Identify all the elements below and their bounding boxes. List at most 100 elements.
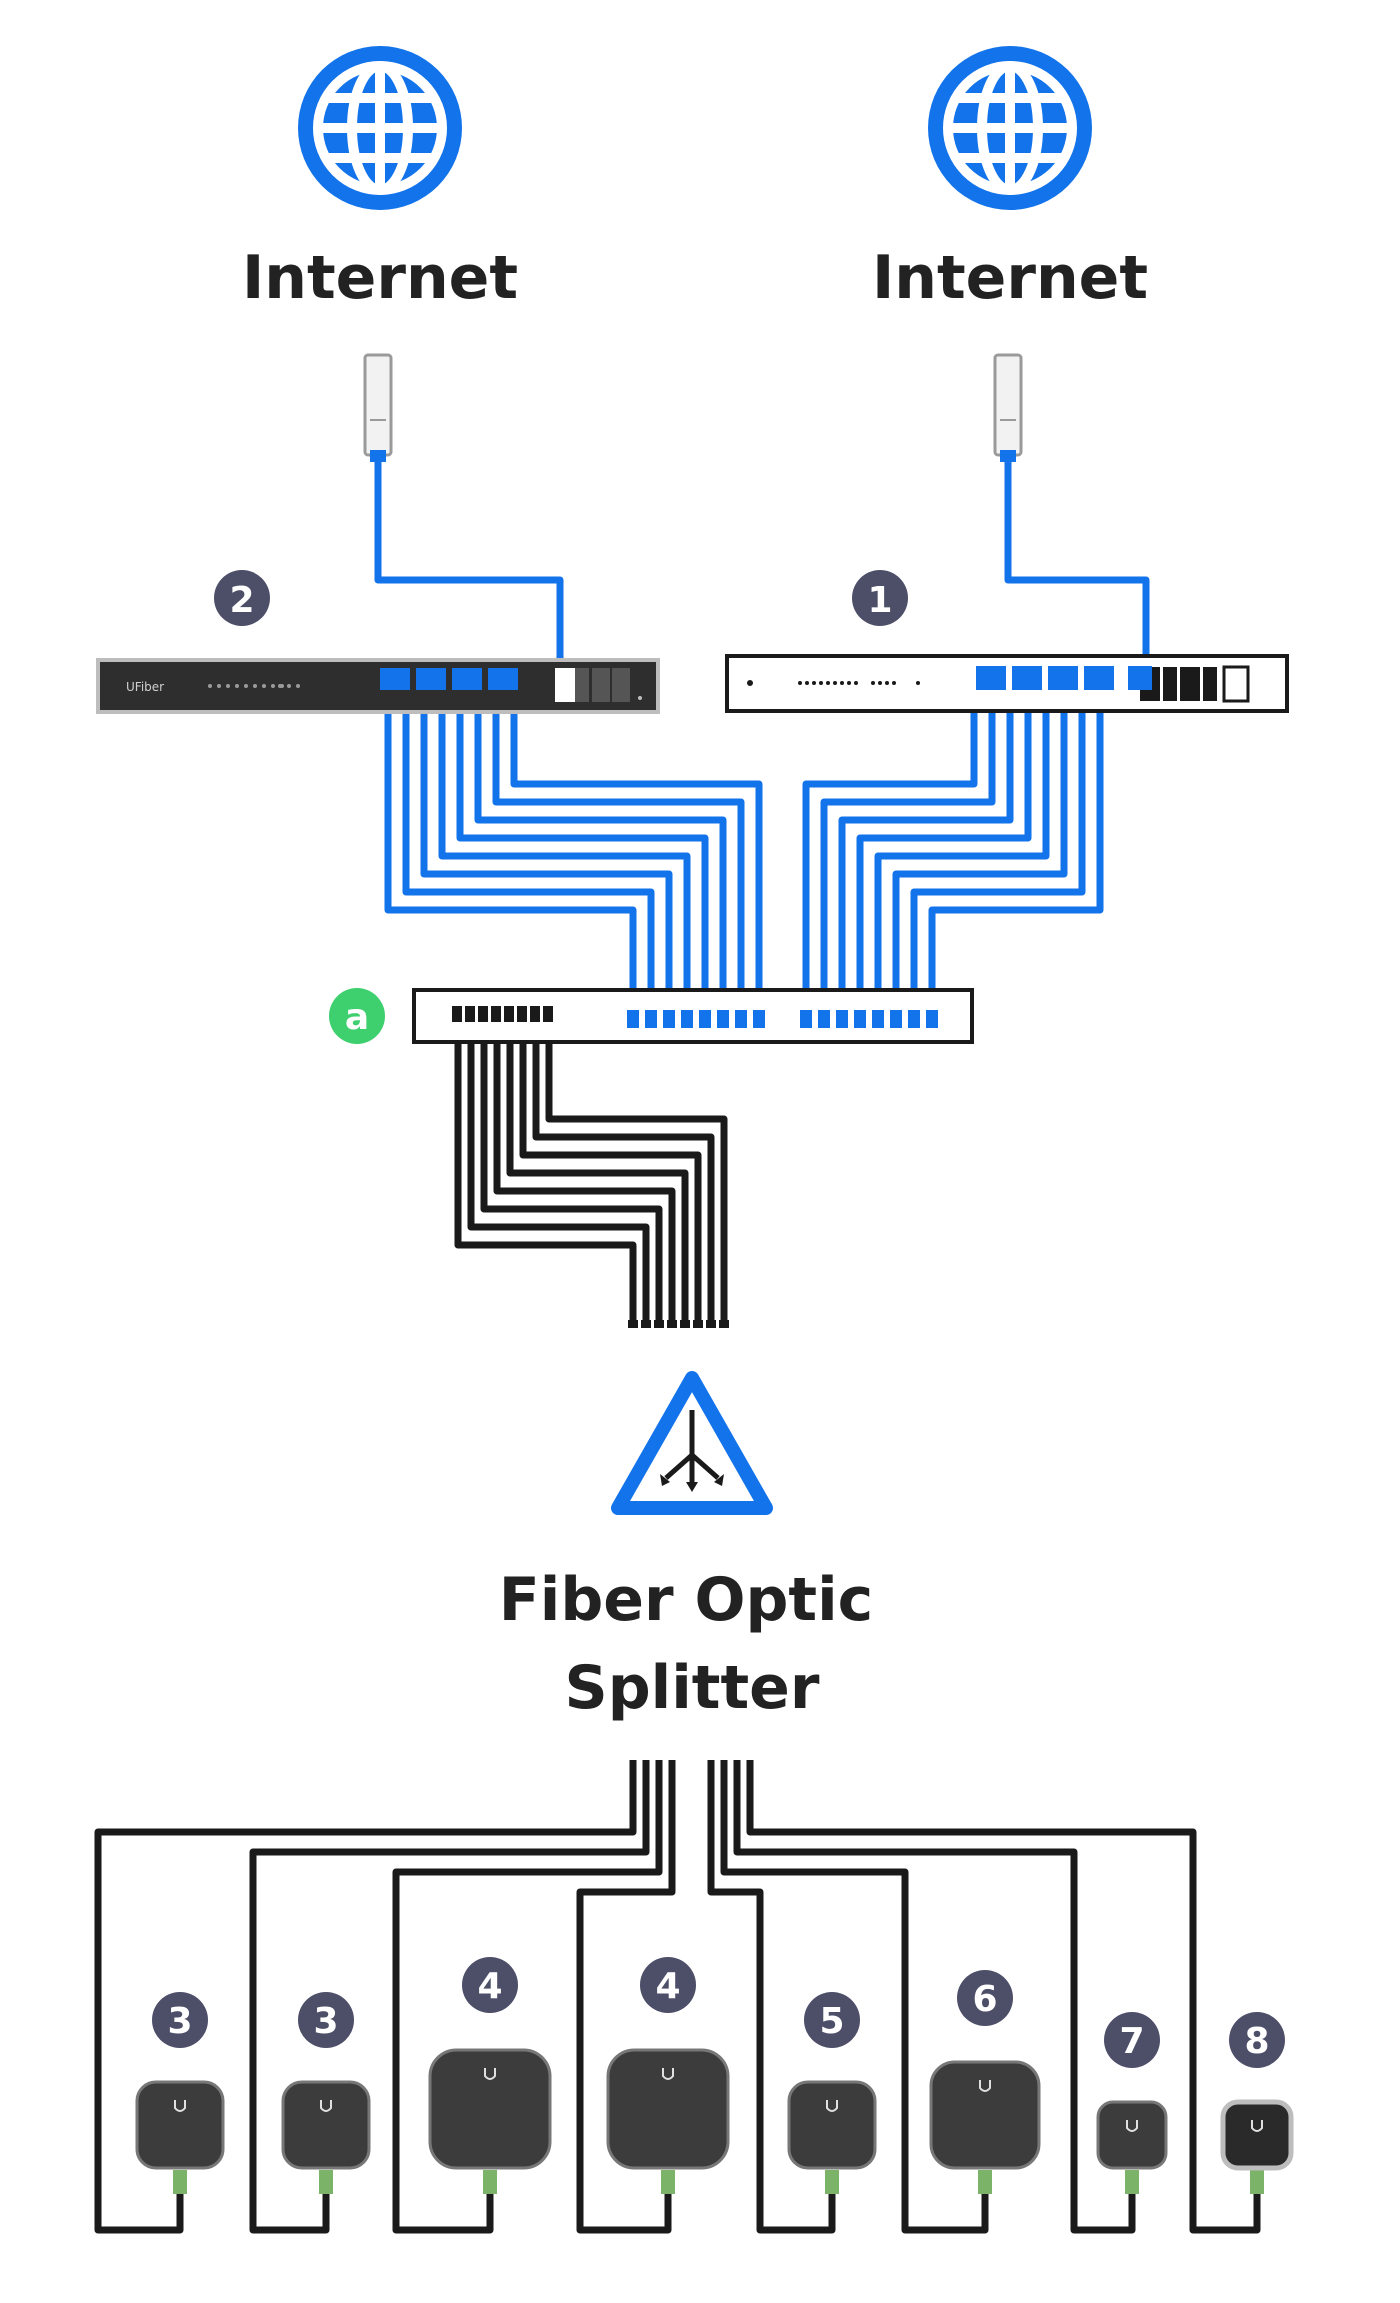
uplink-cable-right (1004, 462, 1150, 668)
splitter-icon (611, 1371, 773, 1515)
ont-body (1220, 2099, 1294, 2171)
ubiquiti-logo-icon (320, 2100, 332, 2112)
drop-cable (545, 1030, 728, 1322)
port-connector (491, 1006, 501, 1022)
drop-cable (519, 1030, 702, 1322)
sfp-module-right (993, 353, 1023, 462)
pon-cable-right (838, 710, 1014, 1000)
port-connector (452, 668, 482, 690)
internet-label: Internet (872, 243, 1148, 313)
port-connector (818, 1010, 830, 1028)
badge-ont-label: 8 (1244, 2021, 1269, 2062)
black-fiber-cables (94, 1030, 1261, 2234)
port-connector (478, 1006, 488, 1022)
port-connector (836, 1010, 848, 1028)
badge-ont: 3 (298, 1992, 354, 2048)
port-connector (976, 666, 1006, 690)
port-connector (800, 1010, 812, 1028)
port-connector (667, 1320, 677, 1328)
ont-devices: 3 3 4 4 5 6 7 8 (135, 1957, 1294, 2194)
port-connector (1084, 666, 1114, 690)
ont-body (428, 2048, 552, 2170)
ont-body (606, 2048, 730, 2170)
port-connector (735, 1010, 747, 1028)
badge-olt-right: 1 (852, 570, 908, 626)
badge-ont: 6 (957, 1970, 1013, 2026)
ont-body (929, 2060, 1041, 2170)
ont-device: 8 (1220, 2012, 1294, 2194)
pon-cable-left (492, 710, 745, 1000)
ont-cable-boot (173, 2170, 187, 2194)
ubiquiti-logo-icon (174, 2100, 186, 2112)
port-connector (681, 1010, 693, 1028)
port-connector (693, 1320, 703, 1328)
port-connector (680, 1320, 690, 1328)
ont-cable (733, 1760, 1136, 2234)
ont-device: 6 (929, 1970, 1041, 2194)
splitter-label-line1: Fiber Optic (499, 1565, 873, 1635)
badge-ont: 4 (462, 1957, 518, 2013)
ont-cable-boot (319, 2170, 333, 2194)
olt-left: UFiber (96, 658, 660, 714)
port-connector (504, 1006, 514, 1022)
port-connector (530, 1006, 540, 1022)
badge-ont-label: 7 (1119, 2021, 1144, 2062)
sfp-module-left (363, 353, 393, 462)
port-connector (641, 1320, 651, 1328)
ont-device: 5 (787, 1992, 877, 2194)
port-connector (719, 1320, 729, 1328)
badge-olt-left: 2 (214, 570, 270, 626)
port-connector (854, 1010, 866, 1028)
globe-icon (298, 46, 462, 210)
pon-cable-left (456, 710, 709, 1000)
olt-right (725, 654, 1289, 713)
port-connector (452, 1006, 462, 1022)
port-connector (890, 1010, 902, 1028)
pon-cable-right (874, 710, 1050, 1000)
svg-text:2: 2 (229, 580, 254, 621)
ont-device: 4 (606, 1957, 730, 2194)
ont-device: 7 (1096, 2012, 1168, 2194)
ont-body (1096, 2100, 1168, 2170)
port-connector (517, 1006, 527, 1022)
ont-cable (94, 1760, 637, 2234)
pon-cable-right (928, 710, 1104, 1000)
badge-ont: 5 (804, 1992, 860, 2048)
drop-cable (506, 1030, 689, 1322)
globe-icon (928, 46, 1092, 210)
ubiquiti-logo-icon (979, 2080, 991, 2092)
pon-cable-left (474, 710, 727, 1000)
drop-cable (454, 1030, 637, 1322)
ont-device: 4 (428, 1957, 552, 2194)
port-connector (1048, 666, 1078, 690)
badge-ont-label: 4 (655, 1966, 680, 2007)
ont-cable-boot (1125, 2170, 1139, 2194)
badge-ont-label: 5 (819, 2001, 844, 2042)
ont-cable-boot (661, 2170, 675, 2194)
drop-cable (532, 1030, 715, 1322)
ont-cable-boot (978, 2170, 992, 2194)
badge-ont-label: 3 (167, 2001, 192, 2042)
port-connector (717, 1010, 729, 1028)
port-connector (753, 1010, 765, 1028)
pon-cable-right (892, 710, 1068, 1000)
drop-cable (493, 1030, 676, 1322)
port-connector (645, 1010, 657, 1028)
badge-ont: 3 (152, 1992, 208, 2048)
badge-ont: 8 (1229, 2012, 1285, 2068)
ont-body (281, 2080, 371, 2170)
svg-text:UFiber: UFiber (126, 680, 164, 694)
svg-text:1: 1 (867, 580, 892, 621)
pon-cable-left (420, 710, 673, 1000)
ubiquiti-logo-icon (826, 2100, 838, 2112)
port-connector (465, 1006, 475, 1022)
ont-cable (249, 1760, 650, 2234)
port-connector (416, 668, 446, 690)
pon-cable-right (910, 710, 1086, 1000)
ubiquiti-logo-icon (662, 2068, 674, 2080)
port-connector (663, 1010, 675, 1028)
pon-cable-right (802, 710, 978, 1000)
pon-cable-left (510, 710, 763, 1000)
ont-device: 3 (135, 1992, 225, 2194)
